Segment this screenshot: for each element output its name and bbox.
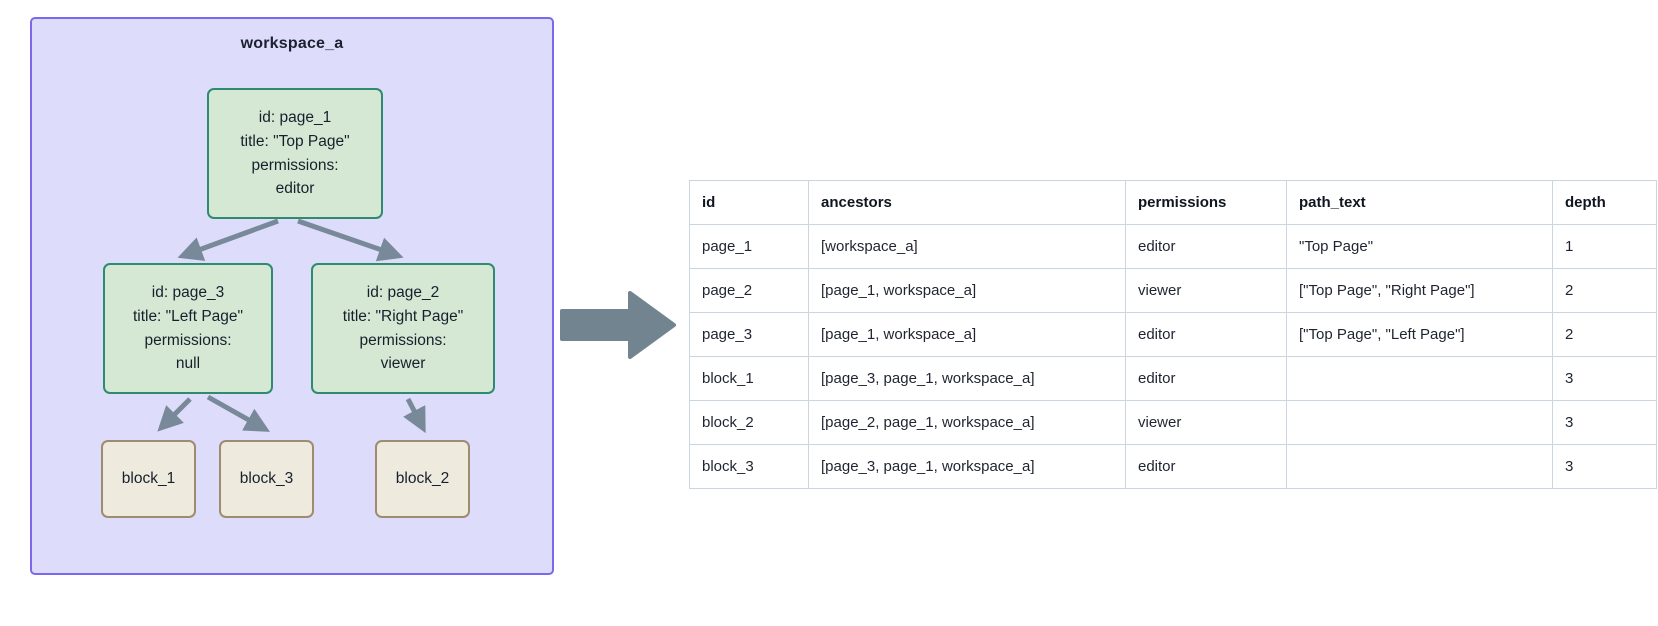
node-page-3-permissions-label: permissions: — [144, 331, 232, 349]
node-page-1-title: title: "Top Page" — [240, 132, 350, 150]
cell-depth: 3 — [1552, 444, 1657, 489]
cell-permissions: viewer — [1125, 400, 1287, 445]
cell-path-text: ["Top Page", "Right Page"] — [1286, 268, 1553, 313]
cell-ancestors: [page_3, page_1, workspace_a] — [808, 356, 1126, 401]
table-header-row: id ancestors permissions path_text depth — [689, 180, 1657, 225]
cell-ancestors: [page_1, workspace_a] — [808, 268, 1126, 313]
table-row[interactable]: block_1 [page_3, page_1, workspace_a] ed… — [689, 356, 1657, 401]
cell-ancestors: [workspace_a] — [808, 224, 1126, 269]
cell-permissions: editor — [1125, 356, 1287, 401]
tree-node-page-1[interactable]: id: page_1 title: "Top Page" permissions… — [207, 88, 383, 219]
cell-id: page_1 — [689, 224, 809, 269]
tree-node-block-2[interactable]: block_2 — [375, 440, 470, 518]
node-block-3-label: block_3 — [239, 470, 294, 487]
cell-permissions: editor — [1125, 444, 1287, 489]
cell-ancestors: [page_2, page_1, workspace_a] — [808, 400, 1126, 445]
node-block-2-label: block_2 — [395, 470, 450, 487]
cell-path-text: "Top Page" — [1286, 224, 1553, 269]
node-page-2-permissions-label: permissions: — [359, 331, 447, 349]
cell-id: block_3 — [689, 444, 809, 489]
table-row[interactable]: page_2 [page_1, workspace_a] viewer ["To… — [689, 268, 1657, 313]
cell-path-text — [1286, 356, 1553, 401]
cell-id: page_2 — [689, 268, 809, 313]
column-header-ancestors[interactable]: ancestors — [808, 180, 1126, 225]
cell-ancestors: [page_3, page_1, workspace_a] — [808, 444, 1126, 489]
node-page-1-permissions-label: permissions: — [251, 156, 339, 174]
cell-permissions: editor — [1125, 224, 1287, 269]
column-header-path-text[interactable]: path_text — [1286, 180, 1553, 225]
table-row[interactable]: page_3 [page_1, workspace_a] editor ["To… — [689, 312, 1657, 357]
cell-path-text — [1286, 400, 1553, 445]
result-table-container: id ancestors permissions path_text depth… — [689, 180, 1657, 489]
cell-depth: 1 — [1552, 224, 1657, 269]
cell-id: block_2 — [689, 400, 809, 445]
table-row[interactable]: page_1 [workspace_a] editor "Top Page" 1 — [689, 224, 1657, 269]
cell-path-text — [1286, 444, 1553, 489]
node-page-3-id: id: page_3 — [151, 284, 225, 302]
cell-permissions: viewer — [1125, 268, 1287, 313]
table-row[interactable]: block_3 [page_3, page_1, workspace_a] ed… — [689, 444, 1657, 489]
result-table: id ancestors permissions path_text depth… — [689, 180, 1657, 489]
tree-node-block-1[interactable]: block_1 — [101, 440, 196, 518]
cell-depth: 3 — [1552, 400, 1657, 445]
right-arrow-icon — [560, 291, 676, 359]
cell-depth: 2 — [1552, 312, 1657, 357]
node-page-1-id: id: page_1 — [258, 109, 332, 127]
node-page-3-title: title: "Left Page" — [132, 307, 244, 325]
cell-id: page_3 — [689, 312, 809, 357]
column-header-depth[interactable]: depth — [1552, 180, 1657, 225]
table-row[interactable]: block_2 [page_2, page_1, workspace_a] vi… — [689, 400, 1657, 445]
node-page-2-title: title: "Right Page" — [342, 307, 464, 325]
node-block-1-label: block_1 — [121, 470, 176, 487]
tree-node-block-3[interactable]: block_3 — [219, 440, 314, 518]
workspace-title: workspace_a — [240, 35, 344, 52]
cell-id: block_1 — [689, 356, 809, 401]
cell-depth: 3 — [1552, 356, 1657, 401]
node-page-2-id: id: page_2 — [366, 284, 440, 302]
cell-permissions: editor — [1125, 312, 1287, 357]
cell-ancestors: [page_1, workspace_a] — [808, 312, 1126, 357]
column-header-id[interactable]: id — [689, 180, 809, 225]
node-page-1-permissions-value: editor — [275, 180, 315, 198]
cell-path-text: ["Top Page", "Left Page"] — [1286, 312, 1553, 357]
node-page-2-permissions-value: viewer — [380, 355, 426, 373]
node-page-3-permissions-value: null — [175, 355, 201, 373]
tree-node-page-3[interactable]: id: page_3 title: "Left Page" permission… — [103, 263, 273, 394]
cell-depth: 2 — [1552, 268, 1657, 313]
column-header-permissions[interactable]: permissions — [1125, 180, 1287, 225]
tree-node-page-2[interactable]: id: page_2 title: "Right Page" permissio… — [311, 263, 495, 394]
